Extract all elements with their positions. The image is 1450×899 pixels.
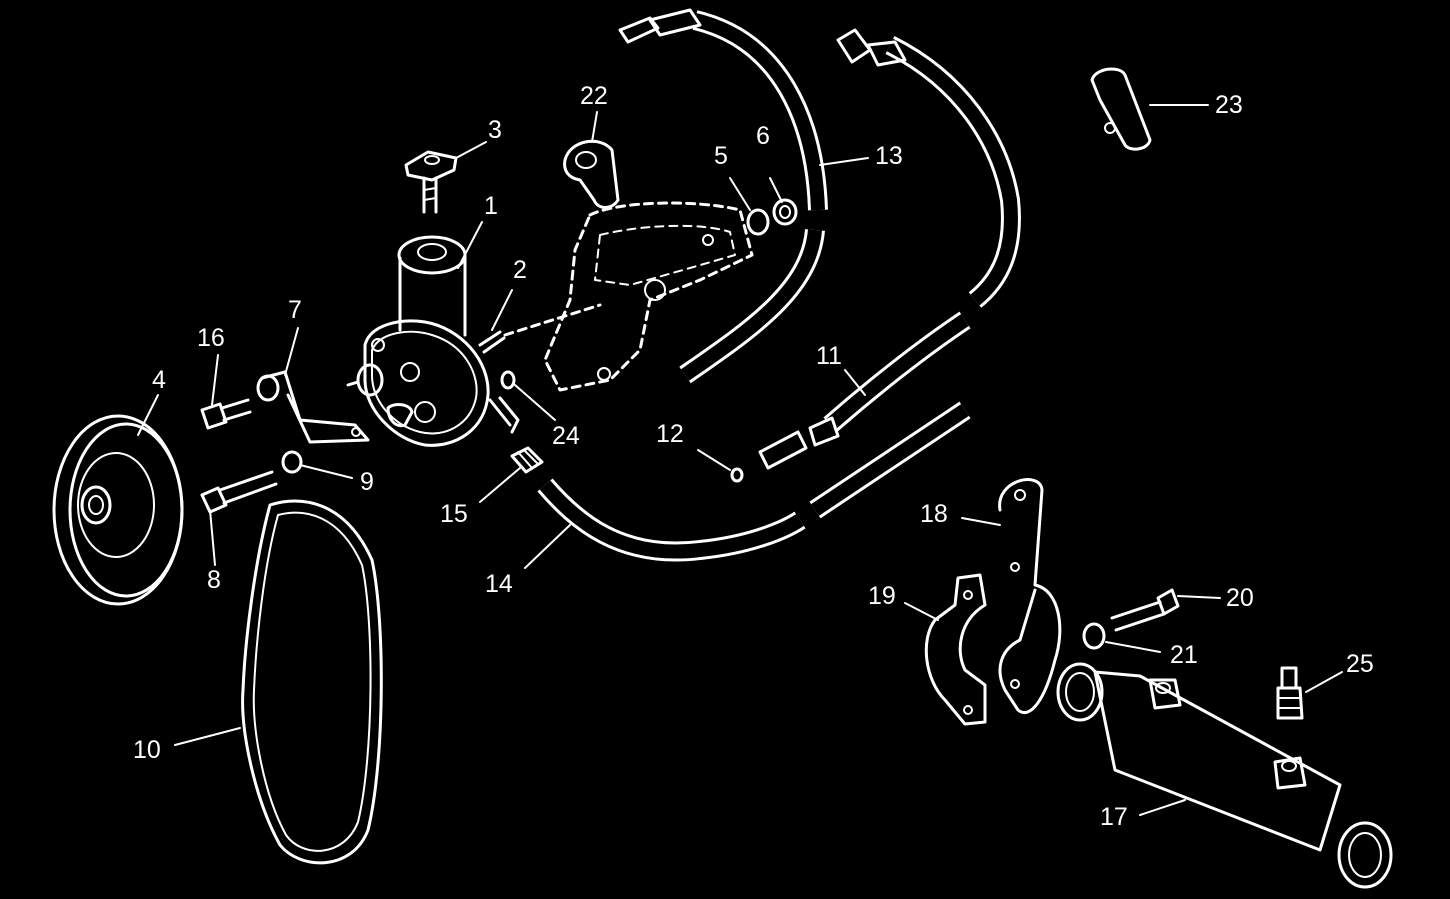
part-return-hose [618, 8, 828, 384]
callout-14: 14 [485, 570, 513, 598]
part-strap-bracket-18 [998, 478, 1062, 714]
callout-25: 25 [1346, 650, 1374, 678]
callout-23: 23 [1215, 91, 1243, 119]
part-clamp-19 [924, 573, 987, 726]
part-bolt-long [200, 470, 278, 514]
callout-9: 9 [360, 468, 374, 496]
part-oil-cooler [1056, 662, 1393, 889]
part-mount-22 [563, 139, 620, 209]
part-lock-washer-21 [1082, 622, 1106, 650]
part-reservoir-cap [404, 150, 458, 214]
leader-lines [137, 104, 1343, 816]
callout-16: 16 [197, 324, 225, 352]
part-nut-6 [772, 198, 798, 226]
part-mounting-bracket [543, 201, 754, 392]
callout-7: 7 [288, 296, 302, 324]
part-pressure-hose [758, 28, 1021, 470]
callout-13: 13 [875, 142, 903, 170]
part-bolt-short [200, 398, 252, 430]
callout-6: 6 [756, 122, 770, 150]
callout-4: 4 [152, 366, 166, 394]
callout-2: 2 [513, 256, 527, 284]
callout-24: 24 [552, 422, 580, 450]
callout-15: 15 [440, 500, 468, 528]
part-o-ring-12 [730, 467, 744, 483]
part-fitting-15 [510, 446, 544, 474]
part-clip-23 [1090, 67, 1152, 151]
callout-19: 19 [868, 582, 896, 610]
callout-18: 18 [920, 500, 948, 528]
part-power-steering-pump [346, 235, 520, 447]
callout-12: 12 [656, 420, 684, 448]
part-washer-24 [500, 370, 516, 390]
part-stud [478, 303, 602, 354]
callout-11: 11 [816, 342, 842, 370]
part-cooler-hose [537, 401, 971, 562]
callout-21: 21 [1170, 641, 1198, 669]
part-drive-belt [241, 499, 383, 865]
part-bolt-20 [1110, 588, 1180, 632]
callout-1: 1 [484, 192, 498, 220]
callout-8: 8 [207, 566, 221, 594]
part-fitting-25 [1276, 666, 1304, 720]
part-pulley [52, 414, 184, 606]
callout-3: 3 [488, 116, 502, 144]
part-washer-9 [281, 450, 303, 474]
callout-22: 22 [580, 82, 608, 110]
callout-20: 20 [1226, 584, 1254, 612]
callout-17: 17 [1100, 803, 1128, 831]
callout-10: 10 [133, 736, 161, 764]
callout-labels: 1 2 3 4 5 6 7 8 9 10 11 12 13 14 15 16 1… [133, 82, 1374, 831]
part-washer-5 [746, 208, 770, 236]
callout-5: 5 [714, 142, 728, 170]
